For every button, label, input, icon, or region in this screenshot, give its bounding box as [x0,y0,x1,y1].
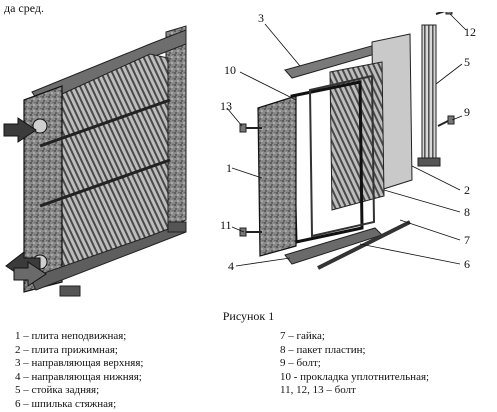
callout-4: 4 [228,259,234,273]
exploded-exchanger-drawing: 3 10 13 1 11 4 12 5 9 2 8 7 6 [220,12,476,273]
callout-7: 7 [464,233,470,247]
legend-item-6: 6 – шпилька стяжная; [15,397,117,410]
legend-item-4: 4 – направляющая нижняя; [15,370,142,383]
legend-item-8: 8 – пакет пластин; [280,343,366,356]
callout-3: 3 [258,12,264,25]
legend-item-3: 3 – направляющая верхняя; [15,357,144,370]
assembled-exchanger-drawing [3,25,187,297]
callout-8: 8 [464,205,470,219]
legend-item-2: 2 – плита прижимная; [15,343,118,356]
callout-10: 10 [224,63,236,77]
callout-12: 12 [464,25,476,39]
plate-heat-exchanger-figure: 3 10 13 1 11 4 12 5 9 2 8 7 6 [0,12,497,308]
legend-item-7: 7 – гайка; [280,330,325,342]
legend-item-10: 10 - прокладка уплотнительная; [280,370,430,383]
figure-caption: Рисунок 1 [222,309,275,323]
callout-5: 5 [464,55,470,69]
callout-6: 6 [464,257,470,271]
callout-11: 11 [220,218,232,232]
top-text-fragment: да сред. [4,1,45,15]
legend-item-5: 5 – стойка задняя; [15,384,100,397]
legend-right-column: 7 – гайка; 8 – пакет пластин; 9 – болт; … [280,330,429,398]
callout-9: 9 [464,105,470,119]
legend-item-1: 1 – плита неподвижная; [15,330,127,342]
legend-item-11-12-13: 11, 12, 13 – болт [280,384,356,397]
legend-left-column: 1 – плита неподвижная; 2 – плита прижимн… [15,330,143,412]
callout-2: 2 [464,183,470,197]
callout-1: 1 [226,161,232,175]
legend-item-9: 9 – болт; [280,357,321,370]
callout-13: 13 [220,99,232,113]
